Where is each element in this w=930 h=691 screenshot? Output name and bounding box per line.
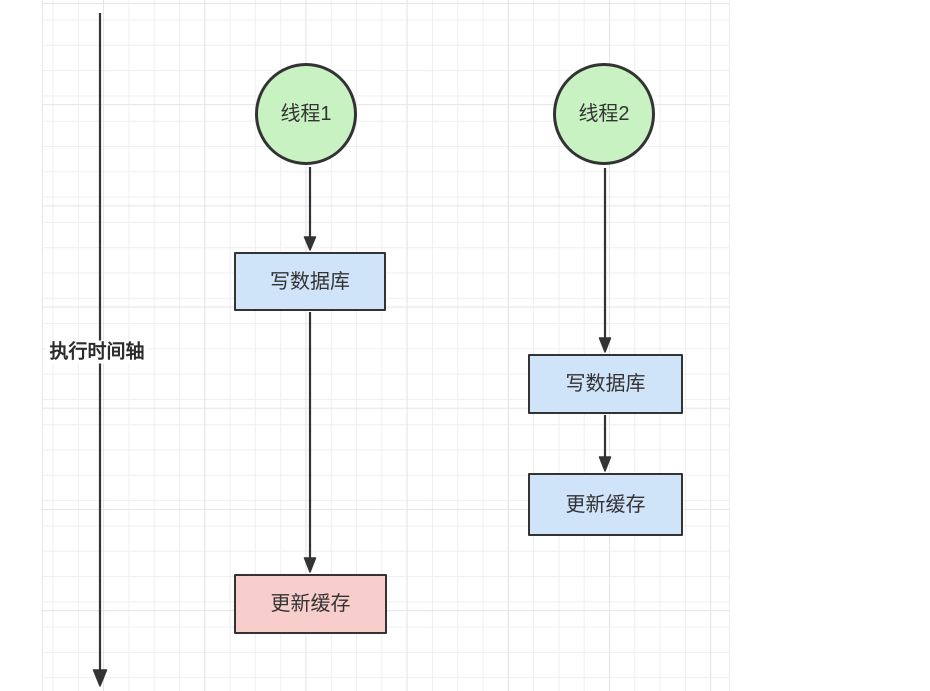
arrow-thread1-writedb-to-updatecache bbox=[303, 312, 317, 573]
arrow-thread2-circle-to-writedb bbox=[598, 168, 612, 353]
thread1-circle-label: 线程1 bbox=[280, 103, 332, 125]
thread2-circle-label: 线程2 bbox=[578, 103, 630, 125]
thread1-update-cache-box: 更新缓存 bbox=[234, 574, 387, 634]
thread2-write-db-label: 写数据库 bbox=[565, 373, 646, 395]
thread2-write-db-box: 写数据库 bbox=[528, 354, 683, 414]
timeline-axis-label: 执行时间轴 bbox=[46, 340, 148, 364]
thread2-update-cache-label: 更新缓存 bbox=[565, 493, 646, 516]
arrow-thread1-circle-to-writedb bbox=[303, 167, 317, 251]
thread1-write-db-box: 写数据库 bbox=[234, 252, 386, 311]
thread1-circle: 线程1 bbox=[255, 63, 357, 165]
thread1-write-db-label: 写数据库 bbox=[270, 270, 350, 293]
thread2-circle: 线程2 bbox=[553, 63, 655, 165]
arrow-thread2-writedb-to-updatecache bbox=[598, 415, 612, 472]
thread2-update-cache-box: 更新缓存 bbox=[528, 473, 683, 536]
thread1-update-cache-label: 更新缓存 bbox=[270, 593, 351, 615]
